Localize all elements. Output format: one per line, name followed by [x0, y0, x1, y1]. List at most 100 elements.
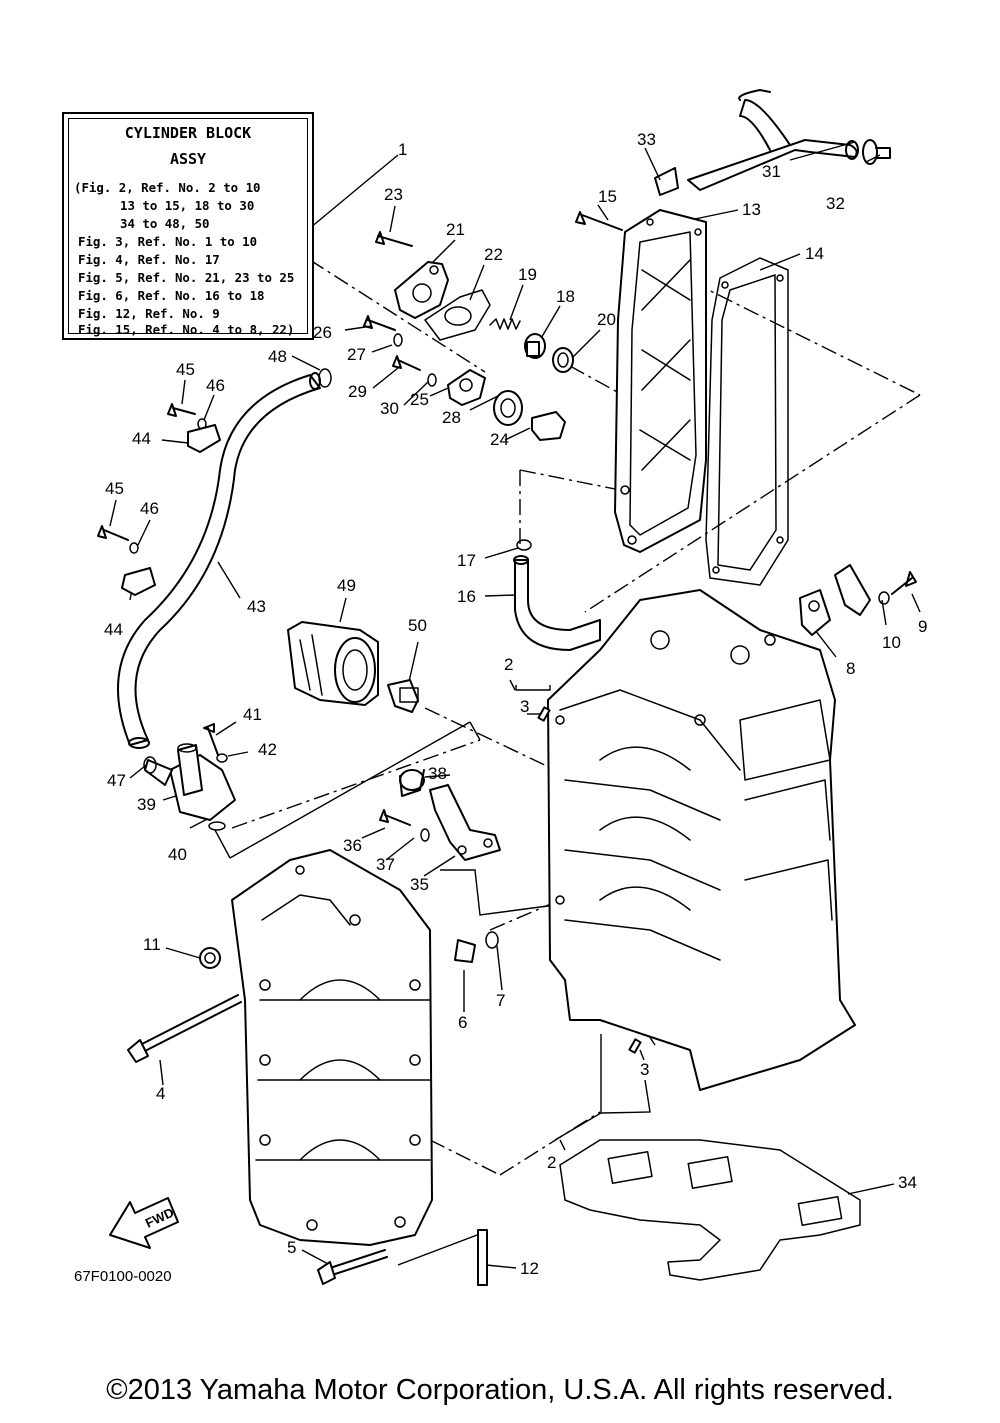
callout-24: 24	[490, 430, 509, 449]
callout-2-b: 2	[547, 1153, 556, 1172]
bracket-33	[654, 167, 679, 196]
pipe-39	[144, 743, 236, 821]
callout-45-b: 45	[105, 479, 124, 498]
callout-48: 48	[268, 347, 287, 366]
sender-24	[531, 411, 566, 441]
callout-38: 38	[428, 764, 447, 783]
callout-32: 32	[826, 194, 845, 213]
callout-44-b: 44	[104, 620, 123, 639]
housing-25	[447, 369, 486, 406]
gasket-20	[552, 347, 574, 373]
fwd-arrow-icon: FWD	[109, 1197, 179, 1249]
callout-20: 20	[597, 310, 616, 329]
bolt-9	[891, 571, 917, 595]
clip-47	[143, 756, 157, 774]
callout-19: 19	[518, 265, 537, 284]
callout-17: 17	[457, 551, 476, 570]
gasket-34	[559, 1139, 861, 1281]
fitting-50	[387, 679, 419, 713]
callout-9: 9	[918, 617, 927, 636]
bolt-26	[363, 315, 396, 331]
info-box-subtitle: ASSY	[169, 150, 207, 168]
callout-16: 16	[457, 587, 476, 606]
clamp-44-a	[187, 424, 221, 453]
callout-14: 14	[805, 244, 824, 263]
washer-30	[427, 373, 437, 387]
callout-46-a: 46	[206, 376, 225, 395]
plug-6	[454, 939, 476, 963]
stud-12	[477, 1229, 488, 1286]
washer-27	[393, 333, 403, 347]
info-box-line-4: Fig. 3, Ref. No. 1 to 10	[78, 234, 258, 249]
callout-13: 13	[742, 200, 761, 219]
callout-36: 36	[343, 836, 362, 855]
bolt-45-a	[167, 403, 196, 417]
info-box-line-3: 34 to 48, 50	[120, 216, 210, 231]
callout-37: 37	[376, 855, 395, 874]
callout-25: 25	[410, 390, 429, 409]
callout-7: 7	[496, 991, 505, 1010]
callout-28: 28	[442, 408, 461, 427]
bolt-5	[317, 1249, 388, 1285]
dowel-3-b	[628, 1038, 642, 1054]
callout-44-a: 44	[132, 429, 151, 448]
callout-42: 42	[258, 740, 277, 759]
info-box-inner-border	[68, 118, 308, 334]
clamp-44-b	[121, 567, 156, 596]
clip-48	[318, 368, 332, 388]
callout-8: 8	[846, 659, 855, 678]
callout-6: 6	[458, 1013, 467, 1032]
callout-35: 35	[410, 875, 429, 894]
clamp-32	[862, 139, 891, 165]
callout-46-b: 46	[140, 499, 159, 518]
callout-33: 33	[637, 130, 656, 149]
info-box: CYLINDER BLOCK ASSY (Fig. 2, Ref. No. 2 …	[62, 112, 314, 340]
info-box-line-1: (Fig. 2, Ref. No. 2 to 10	[74, 180, 261, 195]
info-box-line-9: Fig. 15, Ref. No. 4 to 8, 22)	[78, 322, 295, 337]
info-box-line-7: Fig. 6, Ref. No. 16 to 18	[78, 288, 265, 303]
callout-31: 31	[762, 162, 781, 181]
callout-23: 23	[384, 185, 403, 204]
oil-filter-49	[287, 621, 379, 706]
callout-2: 2	[504, 655, 513, 674]
exhaust-cover-13	[614, 209, 707, 553]
thermostat-cover-21	[394, 261, 449, 319]
bolt-45-b	[97, 525, 129, 541]
callout-22: 22	[484, 245, 503, 264]
callout-27: 27	[347, 345, 366, 364]
callout-4: 4	[156, 1084, 165, 1103]
hose-16	[513, 555, 601, 651]
callout-29: 29	[348, 382, 367, 401]
callout-39: 39	[137, 795, 156, 814]
callout-10: 10	[882, 633, 901, 652]
washer-37	[420, 828, 430, 842]
hose-31	[687, 89, 859, 191]
bolt-23	[375, 231, 413, 247]
callout-18: 18	[556, 287, 575, 306]
gasket-7	[485, 931, 499, 949]
seal-28	[493, 390, 523, 426]
callout-21: 21	[446, 220, 465, 239]
info-box-line-2: 13 to 15, 18 to 30	[120, 198, 255, 213]
callout-26: 26	[313, 323, 332, 342]
info-box-title: CYLINDER BLOCK	[124, 124, 252, 142]
bolt-15	[575, 211, 623, 231]
callout-30: 30	[380, 399, 399, 418]
bolt-36	[379, 809, 411, 826]
callout-43: 43	[247, 597, 266, 616]
callout-labels: 1 2 3 4 5 6 7 8 9 10 11 12 13 14 15 16 1…	[104, 130, 927, 1278]
dowel-3-a	[537, 706, 551, 722]
callout-47: 47	[107, 771, 126, 790]
washer-42	[216, 753, 228, 763]
info-box-line-6: Fig. 5, Ref. No. 21, 23 to 25	[78, 270, 295, 285]
callout-12: 12	[520, 1259, 539, 1278]
callout-1: 1	[398, 140, 407, 159]
clip-17	[516, 539, 532, 551]
bolt-4	[127, 994, 242, 1063]
gasket-22	[424, 289, 491, 341]
oring-40	[208, 821, 226, 831]
bolt-29	[392, 355, 421, 371]
callout-41: 41	[243, 705, 262, 724]
spring-19	[489, 318, 521, 330]
